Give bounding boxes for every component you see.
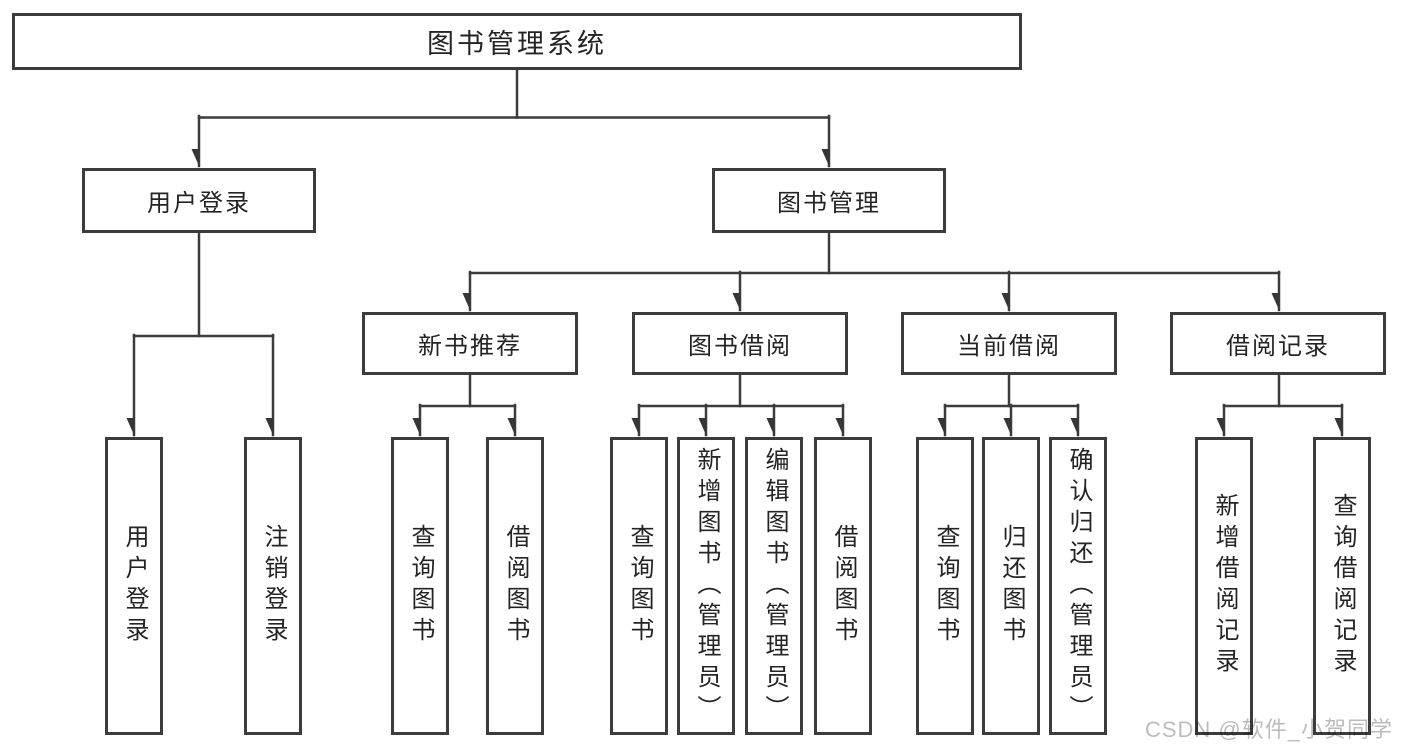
leaf-current-return-book: 归还图书 — [982, 437, 1040, 735]
node-borrow-record: 借阅记录 — [1170, 312, 1386, 375]
connector-book-borrow — [639, 373, 845, 437]
leaf-record-query: 查询借阅记录 — [1313, 437, 1371, 735]
connector-borrow-record — [1224, 373, 1344, 437]
node-new-book-recommend: 新书推荐 — [362, 312, 578, 375]
leaf-current-confirm-return-admin: 确认归还（管理员） — [1049, 437, 1107, 735]
connector-root — [199, 67, 831, 168]
leaf-recommend-query-book: 查询图书 — [391, 437, 449, 735]
leaf-record-add: 新增借阅记录 — [1195, 437, 1253, 735]
leaf-logout: 注销登录 — [244, 437, 302, 735]
leaf-borrow-query-book: 查询图书 — [610, 437, 668, 735]
node-current-borrow: 当前借阅 — [901, 312, 1117, 375]
leaf-borrow-borrow-book: 借阅图书 — [814, 437, 872, 735]
connector-user-login — [134, 230, 275, 437]
leaf-current-query-book: 查询图书 — [916, 437, 974, 735]
leaf-borrow-add-book-admin: 新增图书（管理员） — [677, 437, 735, 735]
leaf-user-login: 用户登录 — [105, 437, 163, 735]
node-book-borrow: 图书借阅 — [632, 312, 848, 375]
connector-book-management — [470, 230, 1281, 312]
connector-current-borrow — [945, 373, 1080, 437]
connector-new-book-recommend — [420, 373, 517, 437]
node-user-login: 用户登录 — [82, 168, 316, 233]
leaf-borrow-edit-book-admin: 编辑图书（管理员） — [745, 437, 803, 735]
node-book-management: 图书管理 — [712, 168, 946, 233]
watermark-text: CSDN @软件_小贺同学 — [1144, 717, 1393, 742]
node-root-system: 图书管理系统 — [12, 13, 1022, 70]
leaf-recommend-borrow-book: 借阅图书 — [486, 437, 544, 735]
